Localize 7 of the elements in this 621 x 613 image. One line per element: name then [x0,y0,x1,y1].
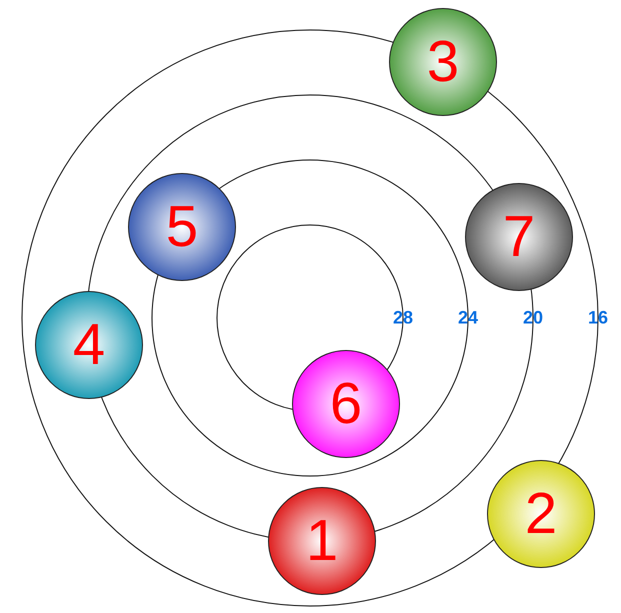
sphere-number: 6 [330,375,362,433]
sphere-number: 5 [166,198,198,256]
sphere-number: 4 [72,316,106,374]
sphere-number: 2 [524,485,558,543]
sphere-number: 3 [426,33,460,91]
sphere-number: 7 [502,208,536,266]
sphere-number: 1 [306,512,338,570]
